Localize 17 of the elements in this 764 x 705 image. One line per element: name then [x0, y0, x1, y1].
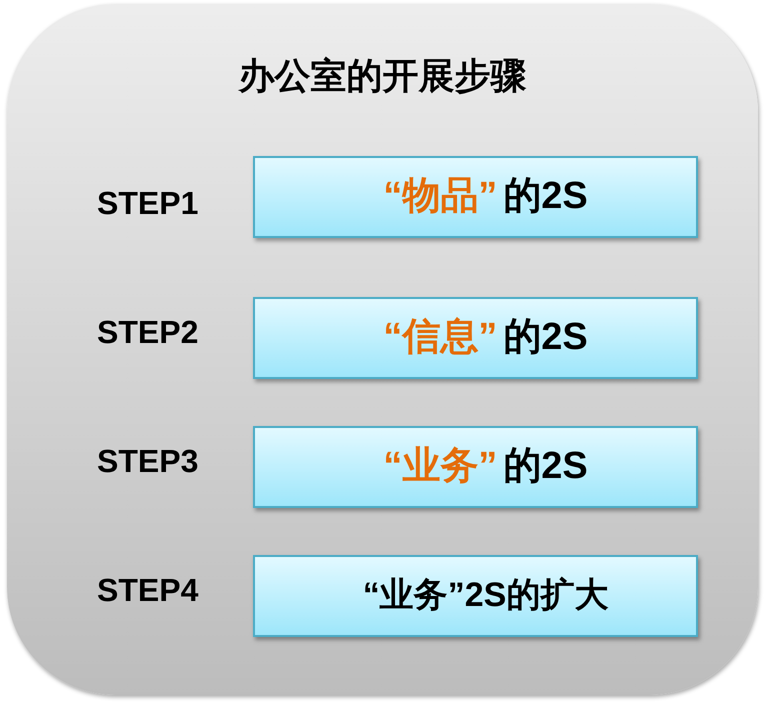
- step-box: [253, 426, 698, 508]
- box-text: “业务”2S的扩大: [362, 576, 608, 616]
- step-label: STEP3: [97, 443, 198, 479]
- step-label: STEP1: [97, 185, 198, 221]
- step-box: [253, 297, 698, 379]
- step-box: [253, 156, 698, 238]
- rounded-panel: [7, 4, 758, 695]
- highlighted-text: “信息”: [383, 316, 498, 360]
- highlighted-text: “业务”: [383, 445, 498, 489]
- box-text: 的2S: [503, 175, 588, 219]
- panel-title: 办公室的开展步骤: [238, 55, 526, 97]
- step-box: [253, 555, 698, 637]
- step-label: STEP2: [97, 314, 198, 350]
- box-text: 的2S: [503, 445, 588, 489]
- highlighted-text: “物品”: [383, 175, 498, 219]
- box-text: 的2S: [503, 316, 588, 360]
- step-label: STEP4: [97, 572, 198, 608]
